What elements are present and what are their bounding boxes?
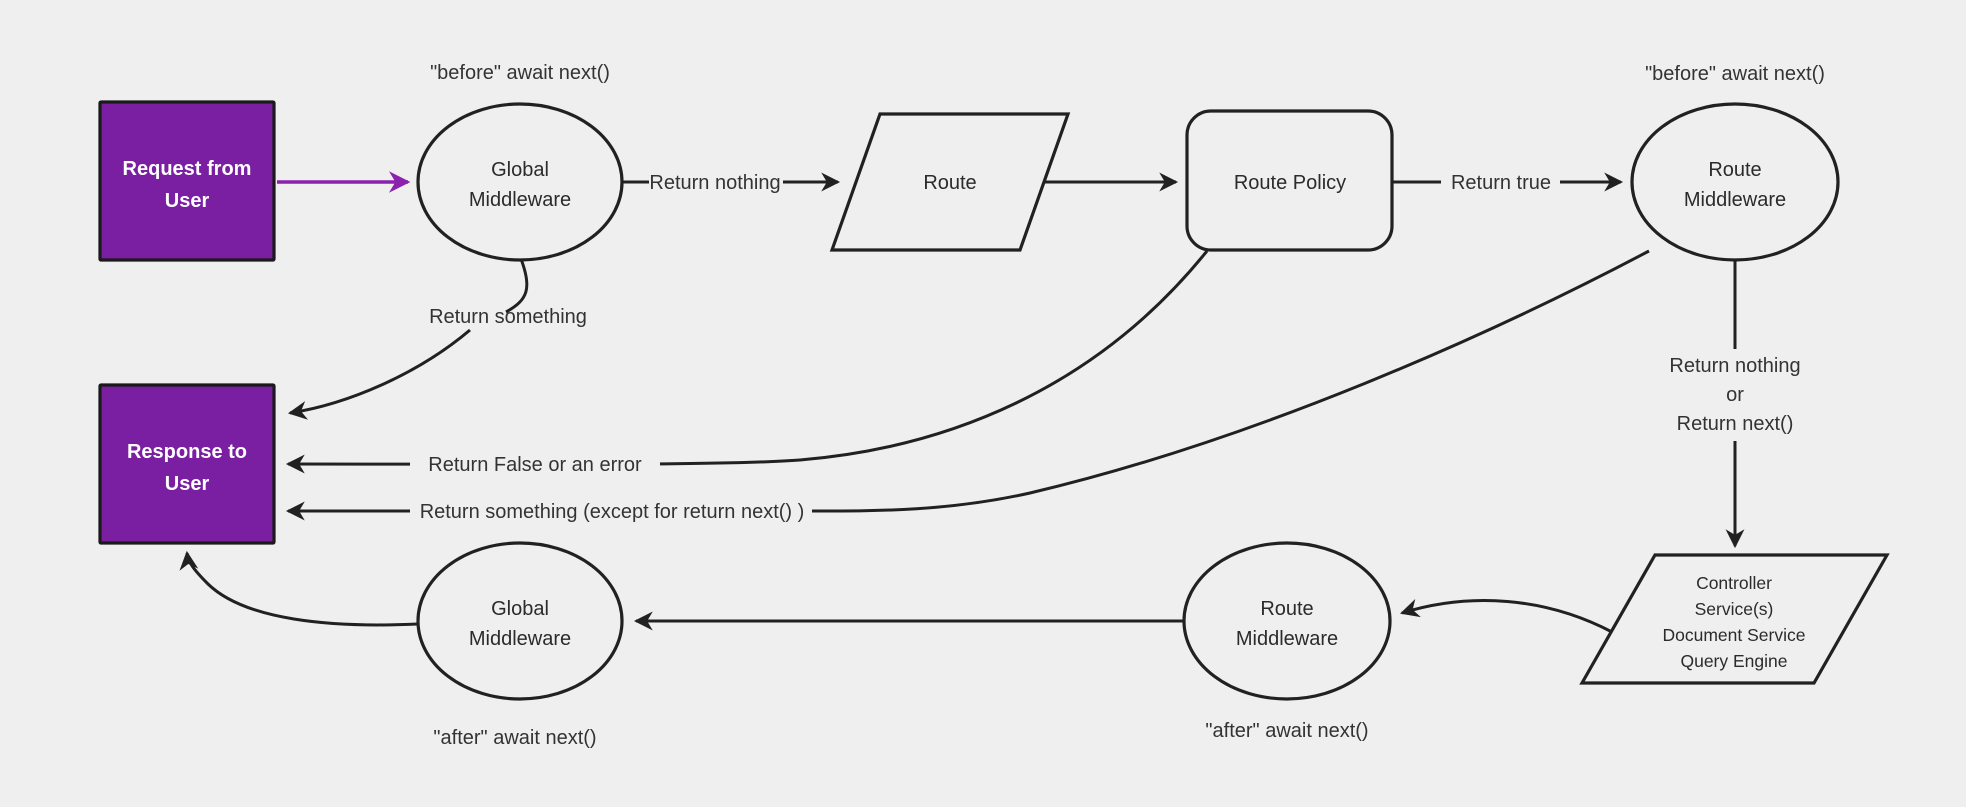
route-middleware-bottom-ellipse [1182, 541, 1392, 701]
edge-controller-to-route-middleware [1399, 599, 1613, 634]
response-to-user-node: Response to User [98, 383, 276, 545]
route-middleware-top-ellipse [1630, 102, 1840, 262]
response-to-user-box [98, 383, 276, 545]
route-middleware-top-label-line1: Route [1708, 159, 1761, 181]
route-policy-label: Route Policy [1234, 172, 1346, 194]
global-middleware-top-node: Global Middleware [416, 102, 624, 262]
controller-services-node: Controller Service(s) Document Service Q… [1579, 553, 1890, 685]
return-something-except-label: Return something (except for return next… [420, 501, 805, 523]
response-to-user-label-line1: Response to [127, 441, 247, 463]
route-middleware-bottom-node: Route Middleware [1182, 541, 1392, 701]
controller-label-line1: Controller [1696, 573, 1772, 593]
request-from-user-box [98, 100, 276, 262]
global-middleware-bottom-ellipse [416, 541, 624, 701]
route-node: Route [829, 112, 1071, 252]
after-await-next-left-label: "after" await next() [433, 727, 596, 749]
edge-return-false-to-response [285, 250, 1209, 474]
global-middleware-top-ellipse [416, 102, 624, 262]
return-false-or-error-label: Return False or an error [428, 454, 642, 476]
route-policy-node: Route Policy [1185, 109, 1394, 252]
global-middleware-top-label-line1: Global [491, 159, 549, 181]
return-nothing-or-label-line1: Return nothing [1669, 355, 1800, 377]
route-middleware-bottom-label-line2: Middleware [1236, 628, 1338, 650]
response-to-user-label-line2: User [165, 473, 210, 495]
route-middleware-top-node: Route Middleware [1630, 102, 1840, 262]
controller-label-line3: Document Service [1663, 625, 1806, 645]
before-await-next-left-label: "before" await next() [430, 62, 610, 84]
edge-return-something-except-to-response [285, 249, 1650, 521]
request-from-user-label-line2: User [165, 190, 210, 212]
controller-services-parallelogram [1579, 553, 1890, 685]
after-await-next-right-label: "after" await next() [1205, 720, 1368, 742]
before-await-next-right-label: "before" await next() [1645, 63, 1825, 85]
global-middleware-bottom-label-line2: Middleware [469, 628, 571, 650]
request-from-user-label-line1: Request from [123, 158, 252, 180]
route-label: Route [923, 172, 976, 194]
label-mask-return-something-except [410, 495, 812, 528]
return-true-label: Return true [1451, 172, 1551, 194]
return-nothing-or-label-line3: Return next() [1677, 413, 1794, 435]
edge-return-something-top [505, 258, 529, 314]
route-parallelogram [829, 112, 1071, 252]
global-middleware-top-label-line2: Middleware [469, 189, 571, 211]
request-from-user-node: Request from User [98, 100, 276, 262]
route-middleware-bottom-label-line1: Route [1260, 598, 1313, 620]
global-middleware-bottom-node: Global Middleware [416, 541, 624, 701]
return-something-label: Return something [429, 306, 587, 328]
edge-global-middleware-to-response [179, 550, 419, 627]
route-policy-box [1185, 109, 1394, 252]
label-mask-return-false [410, 447, 660, 480]
global-middleware-bottom-label-line1: Global [491, 598, 549, 620]
controller-label-line4: Query Engine [1680, 651, 1787, 671]
route-middleware-top-label-line2: Middleware [1684, 189, 1786, 211]
return-nothing-or-label-line2: or [1726, 384, 1744, 406]
controller-label-line2: Service(s) [1695, 599, 1774, 619]
edge-return-something-bottom [287, 328, 471, 420]
return-nothing-label: Return nothing [649, 172, 780, 194]
